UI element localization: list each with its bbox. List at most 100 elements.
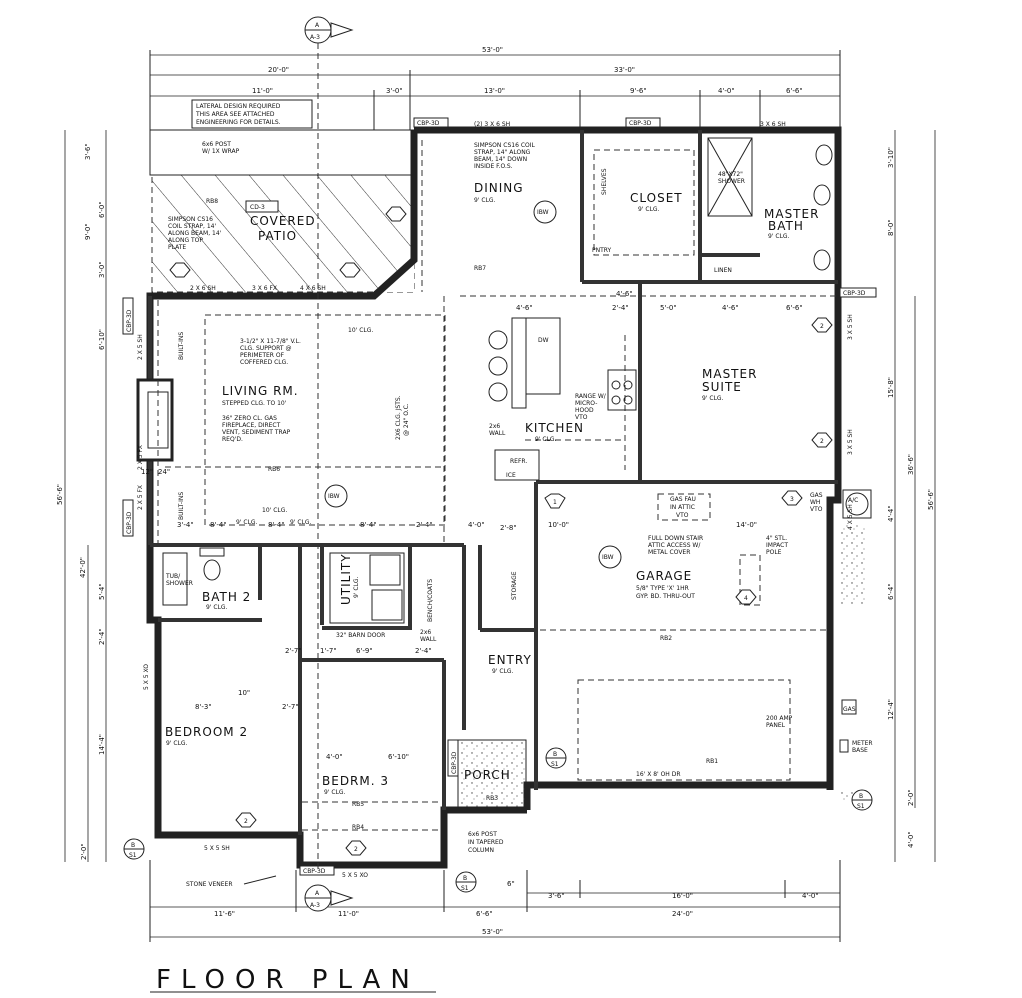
bath2-label: BATH 2	[202, 590, 251, 604]
header-3: 4 X 6 SH	[300, 285, 326, 292]
bath2-clg: 9' CLG.	[206, 604, 228, 611]
shear-tag-5: CBP-3D	[451, 751, 458, 774]
garage-note-2: GYP. BD. THRU-OUT	[636, 593, 695, 600]
note-coffered-3: COFFERED CLG.	[240, 359, 288, 366]
note-simpson-left-4: PLATE	[168, 244, 186, 251]
note-simpson-dining-1: STRAP, 14" ALONG	[474, 149, 531, 156]
master-suite-clg: 9' CLG.	[702, 395, 724, 402]
note-joists-0: 2X6 CLG. JSTS.	[395, 395, 402, 440]
note-clg-10a: 10' CLG.	[348, 327, 373, 334]
section-b-letter-3: B	[859, 793, 863, 800]
kitchen-label: KITCHEN	[525, 421, 584, 435]
closet-clg: 9' CLG.	[638, 206, 660, 213]
dim-top-row-2: 13'-0"	[484, 87, 505, 95]
dim-left-42: 42'-0"	[79, 557, 87, 578]
note-2x6-b-1: WALL	[420, 636, 437, 643]
section-b-sheet-3: S1	[857, 803, 865, 810]
note-post-tapered-0: 6x6 POST	[468, 831, 497, 838]
note-shower-1: SHOWER	[718, 178, 745, 185]
dim-left-8: 2'-0"	[80, 843, 88, 860]
page-title: FLOOR PLAN	[156, 965, 420, 995]
bedroom3-label: BEDRM. 3	[322, 774, 389, 788]
header-0: (2) 3 X 6 SH	[474, 121, 510, 128]
note-panel-1: PANEL	[766, 722, 786, 729]
dim-int-10: 2'-4"	[416, 521, 433, 529]
note-shelves: SHELVES	[601, 168, 608, 195]
dim-top-row-5: 6'-6"	[786, 87, 803, 95]
note-simpson-dining-2: BEAM, 14" DOWN	[474, 156, 527, 163]
dim-left-5: 5'-4"	[98, 583, 106, 600]
note-gaswh-0: GAS	[810, 492, 823, 499]
dim-top-row-4: 4'-0"	[718, 87, 735, 95]
dim-int-11: 2'-4"	[415, 647, 432, 655]
note-meter-0: METER	[852, 740, 873, 747]
interior-walls	[150, 130, 838, 835]
dim-bottom-sub-2: 4'-0"	[802, 892, 819, 900]
beam-rb6: RB6	[268, 466, 280, 473]
dim-bottom-sub-1: 16'-0"	[672, 892, 693, 900]
note-post-0: 6x6 POST	[202, 141, 231, 148]
dim-int-28: 24"	[158, 468, 170, 476]
section-b-sheet-1: S1	[461, 885, 469, 892]
storage-label: STORAGE	[511, 571, 518, 600]
fixtures	[162, 137, 872, 753]
shear-tag-3: CBP-3D	[126, 309, 133, 332]
section-b-letter-2: B	[553, 751, 557, 758]
note-dw: DW	[538, 337, 549, 344]
note-joists-1: @ 24" O.C.	[403, 403, 410, 436]
header-1: 2 X 6 SH	[190, 285, 216, 292]
note-post-tapered-2: COLUMN	[468, 847, 494, 854]
note-tub-1: SHOWER	[166, 580, 193, 587]
section-b-sheet-2: S1	[551, 761, 559, 768]
section-b-letter-1: B	[463, 875, 467, 882]
beam-rb3: RB3	[486, 795, 498, 802]
dim-right-overall: 56'-6"	[927, 489, 935, 510]
dim-int-0: 4'-6"	[516, 304, 533, 312]
ibw-1: IBW	[537, 209, 549, 216]
dim-top-overall: 53'-0"	[482, 46, 503, 54]
note-coffered-1: CLG. SUPPORT @	[240, 345, 291, 352]
note-simpson-dining-3: INSIDE F.O.S.	[474, 163, 513, 170]
garage-label: GARAGE	[636, 569, 692, 583]
note-pole-1: IMPACT	[766, 542, 788, 549]
dim-int-20: 4'-0"	[326, 753, 343, 761]
dim-int-21: 6'-10"	[388, 753, 409, 761]
master-bath-label: MASTER	[764, 207, 819, 221]
note-2x6-a-0: 2x6	[489, 423, 500, 430]
dim-bottom-overall: 53'-0"	[482, 928, 503, 936]
dining-label: DINING	[474, 181, 524, 195]
detail-2a: 2	[820, 323, 824, 330]
dim-right-7: 4'-0"	[907, 831, 915, 848]
patio-label-2: PATIO	[258, 229, 297, 243]
note-range-0: RANGE W/	[575, 393, 607, 400]
note-shower-0: 48"X72"	[718, 171, 743, 178]
dim-int-14: 6'-9"	[356, 647, 373, 655]
master-bath-label-2: BATH	[768, 219, 804, 233]
dim-right-2: 15'-8"	[887, 377, 895, 398]
note-2x6-b-0: 2x6	[420, 629, 431, 636]
header-11: 5 X 5 XO	[143, 664, 150, 690]
note-builtins-1: BUILT-INS	[178, 332, 185, 360]
shear-tag-2: CBP-3D	[843, 290, 866, 297]
dim-left-6: 2'-4"	[98, 628, 106, 645]
note-simpson-left-1: COIL STRAP, 14'	[168, 223, 217, 230]
dashed-lines	[157, 140, 838, 831]
dim-right-4: 6'-4"	[887, 583, 895, 600]
note-pole-2: POLE	[766, 549, 782, 556]
note-simpson-left-2: ALONG BEAM, 14'	[168, 230, 222, 237]
shear-tag-6: CBP-3D	[303, 868, 326, 875]
note-lateral-1: THIS AREA SEE ATTACHED	[195, 111, 275, 118]
note-builtins-2: BUILT-INS	[178, 492, 185, 520]
header-14: 16' X 8' OH DR	[636, 771, 681, 778]
patio-label-1: COVERED	[250, 214, 316, 228]
utility-clg: 9' CLG.	[353, 576, 360, 598]
note-post-1: W/ 1X WRAP	[202, 148, 240, 155]
window-headers: (2) 3 X 6 SH 2 X 6 SH 3 X 6 FX 4 X 6 SH …	[137, 121, 854, 879]
ibw-2: IBW	[328, 493, 340, 500]
note-gas: GAS	[843, 706, 856, 713]
note-bench: BENCH/COATS	[427, 579, 434, 622]
detail-4: 4	[744, 595, 748, 602]
kitchen-clg: 9' CLG.	[535, 436, 557, 443]
dim-int-18: 8'-3"	[195, 703, 212, 711]
bedroom2-label: BEDROOM 2	[165, 725, 248, 739]
